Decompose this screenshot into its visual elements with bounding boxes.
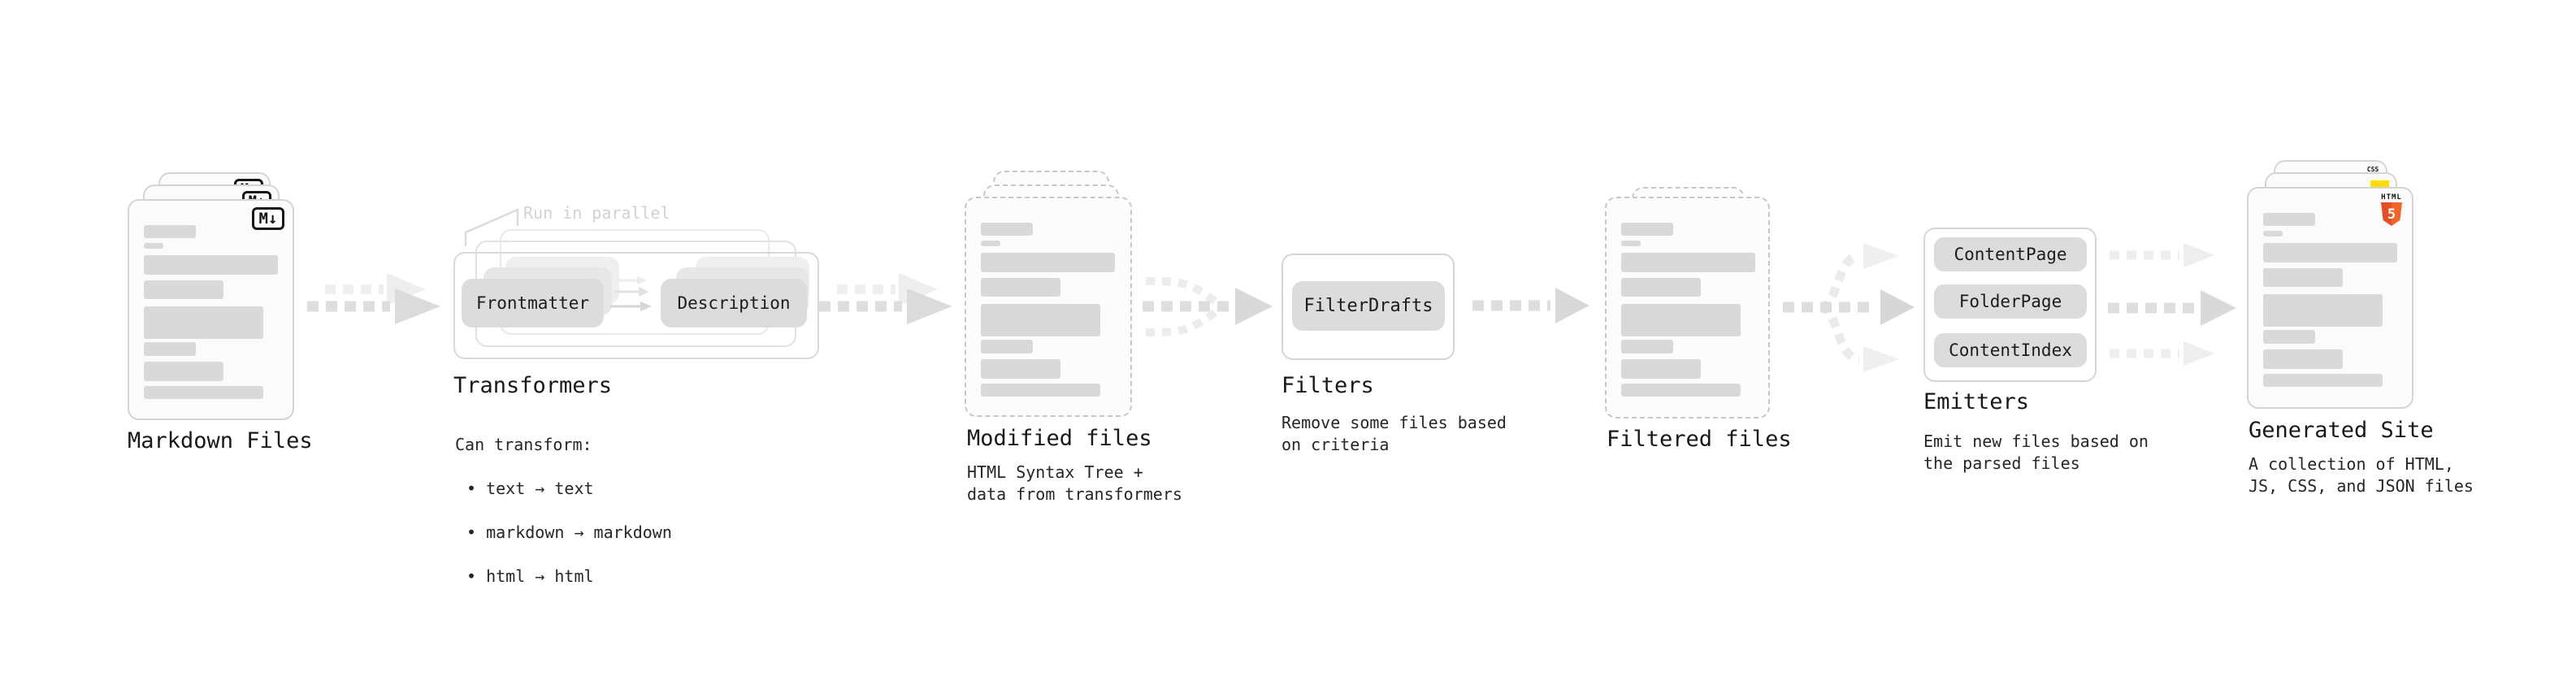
transformers-note-title: Can transform: [455,435,592,454]
html5-icon-word: HTML [2381,193,2402,202]
html5-icon-shield: 5 [2381,202,2402,226]
skeleton-bar [981,223,1033,236]
transformers-box-front [453,252,819,359]
skeleton-bar [981,359,1060,379]
stage-title-modified-files: Modified files [967,426,1152,451]
skeleton-bar [1621,223,1673,236]
skeleton-bar [1621,278,1701,297]
js-icon [2370,180,2389,189]
flow-arrow-icon [1472,288,1589,323]
skeleton-bar [1621,359,1701,379]
skeleton-bar [2263,243,2397,262]
generated-site-note: A collection of HTML, JS, CSS, and JSON … [2249,454,2474,496]
skeleton-bar [144,243,163,249]
stage-title-generated-site: Generated Site [2249,418,2434,443]
skeleton-bar [144,280,223,299]
merge-arrow-icon [1143,277,1273,336]
skeleton-bar [144,255,278,275]
stage-title-transformers: Transformers [453,373,613,398]
transformers-bullet: • text → text [466,479,594,498]
skeleton-bar [981,241,1000,246]
skeleton-bar [2263,349,2343,369]
stage-title-filtered-files: Filtered files [1607,427,1792,452]
emitter-pill-contentpage: ContentPage [1934,237,2087,271]
markdown-icon: M↓ [252,207,284,230]
stage-title-filters: Filters [1281,373,1374,398]
skeleton-bar [981,278,1060,297]
transformers-bullet: • markdown → markdown [466,523,672,542]
flow-arrow-icon [819,273,952,324]
skeleton-bar [1621,340,1673,354]
transformers-note: Can transform: • text → text • markdown … [455,412,672,609]
transformer-pill-frontmatter: Frontmatter [462,279,604,327]
skeleton-bar [144,225,196,238]
emitters-note: Emit new files based on the parsed files [1923,432,2149,473]
skeleton-bar [981,340,1033,354]
skeleton-bar [2263,231,2283,236]
annotation-leader-line [464,208,519,246]
run-in-parallel-annotation: Run in parallel [523,203,670,223]
skeleton-bar [2263,374,2383,387]
skeleton-bar [144,306,263,339]
modified-files-note: HTML Syntax Tree + data from transformer… [967,462,1182,504]
filters-note: Remove some files based on criteria [1281,413,1507,454]
stage-title-markdown-files: Markdown Files [128,428,313,453]
skeleton-bar [1621,384,1741,397]
skeleton-bar [1621,304,1741,336]
skeleton-bar [1621,253,1755,272]
modified-file-card-front [965,197,1132,417]
split-arrow-icon [1783,243,1915,372]
skeleton-bar [2263,294,2383,327]
filter-pill-filterdrafts: FilterDrafts [1292,281,1445,331]
skeleton-bar [144,342,196,356]
emit-arrows-icon [2108,243,2236,366]
skeleton-bar [981,384,1100,397]
skeleton-bar [2263,213,2315,226]
html5-icon: HTML 5 [2381,193,2402,226]
css-icon-label: CSS [2366,166,2379,173]
emitter-pill-contentindex: ContentIndex [1934,333,2087,367]
skeleton-bar [2263,330,2315,344]
markdown-icon-label: M↓ [258,210,278,228]
skeleton-bar [981,304,1100,336]
transform-step-arrows-icon [610,276,652,311]
skeleton-bar [1621,241,1641,246]
filtered-file-card-front [1605,197,1770,419]
skeleton-bar [144,386,263,399]
transformers-bullet: • html → html [466,566,594,586]
skeleton-bar [2263,268,2343,287]
skeleton-bar [144,362,223,381]
skeleton-bar [981,253,1115,272]
flow-arrow-icon [307,273,440,324]
emitter-pill-folderpage: FolderPage [1934,284,2087,319]
transformer-pill-description: Description [661,279,807,327]
site-file-card-front: HTML 5 [2247,187,2413,409]
stage-title-emitters: Emitters [1923,389,2030,414]
markdown-file-card-front: M↓ [128,199,294,420]
